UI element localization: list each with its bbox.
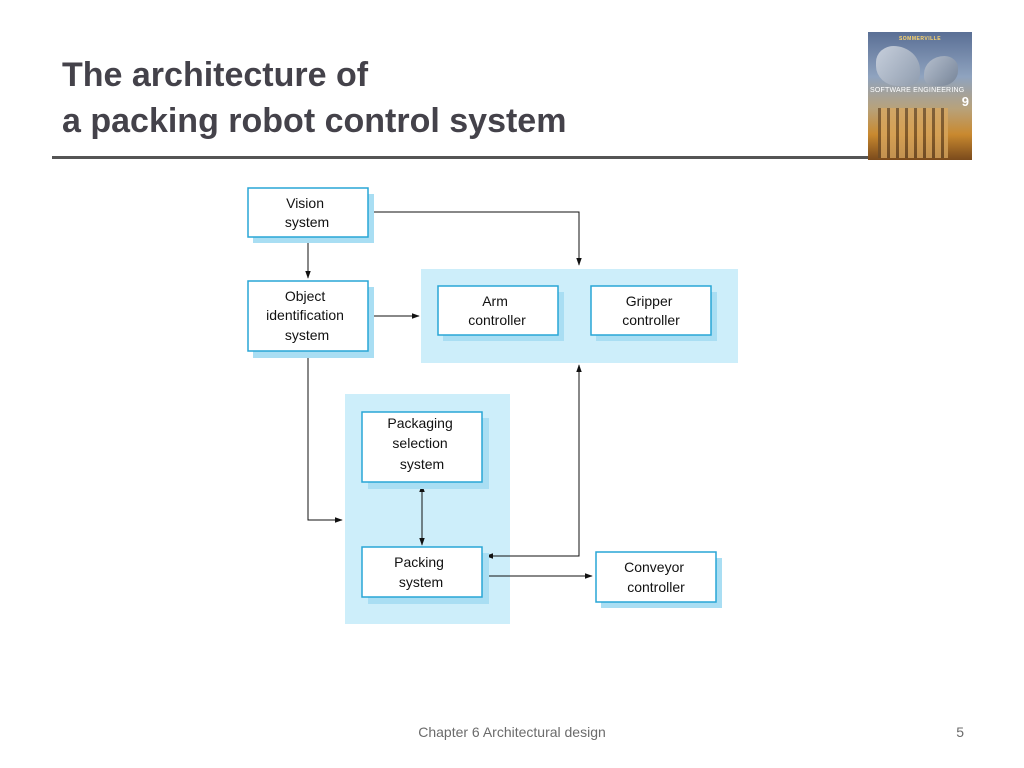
node-label: system — [285, 327, 329, 343]
node-label: Packing — [394, 554, 444, 570]
object-identification-node: Object identification system — [247, 280, 374, 358]
svg-text:Object identification: Object identification system — [266, 288, 348, 343]
title-divider — [52, 156, 870, 159]
cover-art-shape — [924, 56, 958, 86]
footer-chapter: Chapter 6 Architectural design — [418, 724, 606, 740]
node-label: Object — [285, 288, 326, 304]
node-label: controller — [622, 312, 680, 328]
gripper-controller-node: Gripper controller — [590, 285, 717, 341]
svg-text:Packing system: Packing system — [394, 554, 448, 590]
vision-system-node: Vision system — [247, 187, 374, 243]
page-title: The architecture of a packing robot cont… — [62, 52, 566, 144]
node-label: controller — [627, 579, 685, 595]
node-label: system — [285, 214, 329, 230]
cover-art-shape — [876, 46, 920, 86]
book-edition: 9 — [961, 94, 969, 109]
node-label: controller — [468, 312, 526, 328]
node-label: Gripper — [626, 293, 673, 309]
node-label: selection — [392, 435, 447, 451]
book-title: SOFTWARE ENGINEERING — [870, 87, 965, 94]
svg-text:Vision system: Vision system — [285, 195, 329, 230]
packing-system-node: Packing system — [361, 546, 489, 604]
conveyor-controller-node: Conveyor controller — [595, 551, 722, 608]
node-label: Arm — [482, 293, 508, 309]
node-label: Vision — [286, 195, 324, 211]
title-line-2: a packing robot control system — [62, 102, 567, 140]
packaging-selection-node: Packaging selection system — [361, 411, 489, 489]
node-label: identification — [266, 307, 344, 323]
svg-text:Arm controller: Arm controller — [468, 293, 526, 328]
connectors — [305, 211, 593, 579]
book-author: SOMMERVILLE — [898, 36, 942, 42]
book-cover-image: SOMMERVILLE SOFTWARE ENGINEERING 9 — [868, 32, 972, 160]
node-label: Conveyor — [624, 559, 684, 575]
arrow-vision-to-arm-group — [368, 211, 582, 266]
arrow-arm-group-packing — [485, 364, 582, 559]
svg-text:Packaging selection: Packaging selection system — [387, 415, 456, 472]
arm-controller-node: Arm controller — [437, 285, 564, 341]
cover-art-shape — [878, 108, 948, 158]
title-line-1: The architecture of — [62, 56, 369, 94]
svg-text:Gripper controller: Gripper controller — [622, 293, 680, 328]
node-label: system — [399, 574, 443, 590]
svg-text:Conveyor controller: Conveyor controller — [624, 559, 688, 595]
page-number: 5 — [956, 724, 964, 740]
node-label: system — [400, 456, 444, 472]
arrow-object-id-to-packing-group — [307, 351, 343, 523]
node-label: Packaging — [387, 415, 452, 431]
